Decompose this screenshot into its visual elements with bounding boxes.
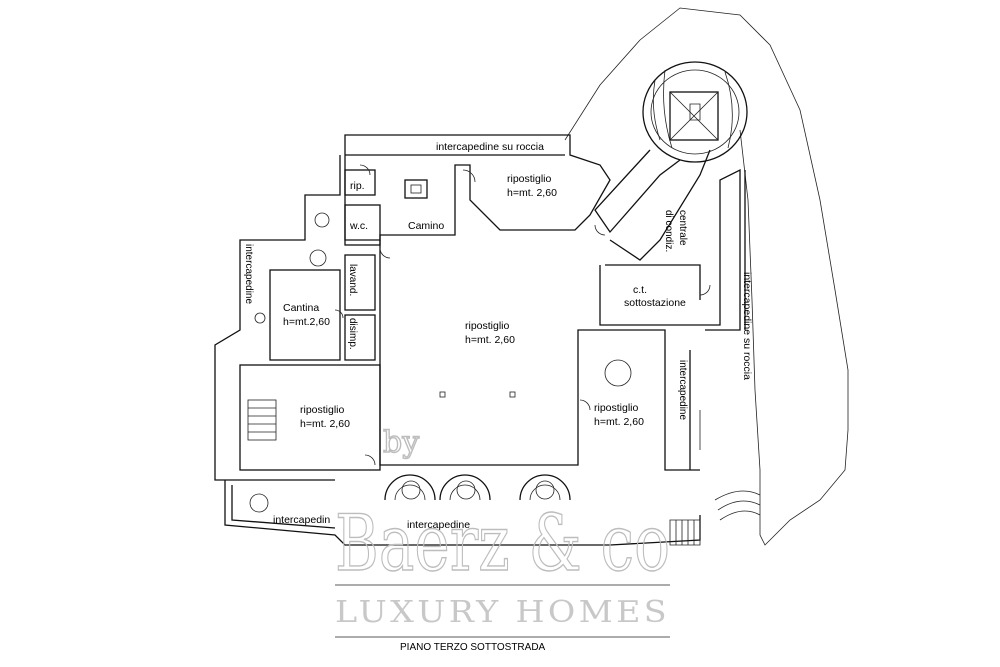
label-intercapedine-bottom-left: intercapedin: [273, 514, 330, 526]
stair-left: [247, 399, 277, 441]
stair-right: [714, 490, 761, 521]
label-ripostiglio-right-height: h=mt. 2,60: [594, 416, 644, 428]
label-ripostiglio-left: ripostiglio: [300, 404, 345, 416]
camino-fixture: [404, 179, 428, 199]
wc-room: [344, 204, 381, 246]
label-centrale: centrale: [677, 210, 688, 246]
label-ripostiglio-right: ripostiglio: [594, 402, 639, 414]
label-ripostiglio-center-height: h=mt. 2,60: [465, 334, 515, 346]
terrain-outline: [564, 7, 849, 546]
spiral-tower: [642, 61, 748, 163]
lavand-room: [344, 254, 376, 311]
bays: [384, 474, 571, 501]
watermark-by: by: [383, 425, 419, 460]
label-ripostiglio-top: ripostiglio: [507, 173, 552, 185]
label-camino: Camino: [408, 220, 444, 232]
plan-title: PIANO TERZO SOTTOSTRADA: [400, 642, 546, 653]
label-intercapedine-left: intercapedine: [243, 244, 254, 304]
ripostiglio-right-fixture: [604, 359, 632, 387]
label-sottostazione: sottostazione: [624, 297, 686, 309]
label-di-condiz: di condiz.: [663, 210, 674, 252]
label-cantina: Cantina: [283, 302, 319, 314]
label-cantina-height: h=mt.2,60: [283, 316, 330, 328]
label-intercapedine-su-roccia-right: intercapedine su roccia: [741, 272, 753, 380]
label-intercapedine-top: intercapedine su roccia: [436, 141, 544, 153]
label-ripostiglio-top-height: h=mt. 2,60: [507, 187, 557, 199]
corridor-diagonal: [594, 149, 681, 234]
label-ripostiglio-left-height: h=mt. 2,60: [300, 418, 350, 430]
label-wc: w.c.: [349, 220, 368, 232]
wc-fixture: [314, 212, 330, 228]
disimp-room: [344, 314, 376, 361]
label-ripostiglio-center: ripostiglio: [465, 320, 510, 332]
cantina-fixture: [309, 249, 327, 267]
watermark-brand: Baerz & co: [335, 499, 670, 589]
label-rip: rip.: [350, 180, 365, 192]
label-intercapedine-right: intercapedine: [677, 360, 688, 420]
label-ct: c.t.: [633, 284, 647, 296]
label-intercapedine-bottom-center: intercapedine: [407, 519, 470, 531]
ripostiglio-left-room: [239, 364, 381, 471]
label-lavand: lavand.: [347, 264, 358, 296]
watermark-tagline: LUXURY HOMES: [335, 595, 670, 630]
rip-room: [344, 169, 376, 196]
cantina-room: [269, 269, 341, 361]
label-disimp: disimp.: [347, 318, 358, 350]
